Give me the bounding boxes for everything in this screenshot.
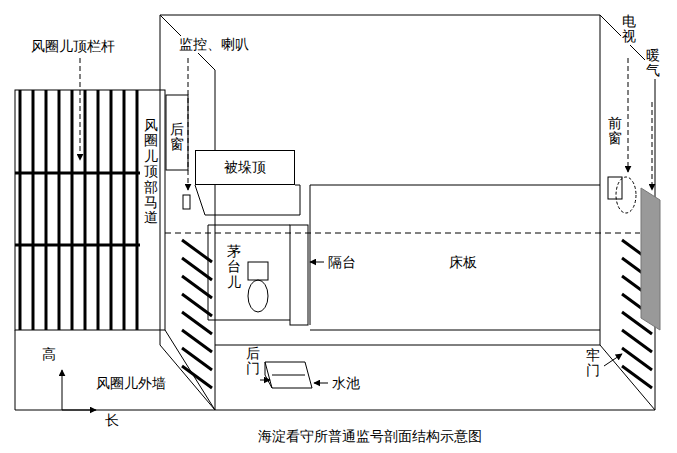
part-label: 高 [41, 346, 57, 363]
part-label: 监控、喇叭 [178, 36, 250, 53]
quilt-box: 被垛顶 [195, 150, 295, 185]
part-label: 风圈儿顶栏杆 [30, 38, 116, 55]
part-label: 茅台儿 [226, 244, 242, 290]
part-label: 风圈儿顶部马道 [143, 118, 159, 226]
box-text: 被垛顶 [224, 159, 266, 177]
part-label: 前窗 [607, 116, 623, 147]
part-label: 牢门 [585, 348, 601, 379]
part-label: 风圈儿外墙 [95, 375, 167, 392]
part-label: 暖气 [645, 48, 661, 79]
part-label: 床板 [448, 254, 478, 271]
part-label: 长 [104, 412, 120, 429]
part-label: 后门 [245, 346, 261, 377]
caption: 海淀看守所普通监号剖面结构示意图 [257, 428, 483, 445]
part-label: 隔台 [327, 254, 357, 271]
part-label: 后窗 [169, 122, 185, 153]
part-label: 电视 [621, 14, 637, 45]
part-label: 水池 [331, 375, 361, 392]
